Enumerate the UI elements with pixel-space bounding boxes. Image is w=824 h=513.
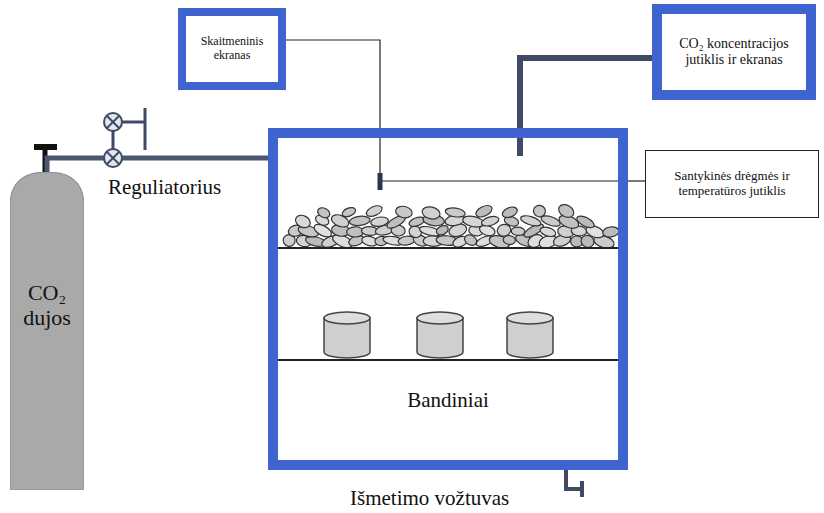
aggregate-stone	[365, 204, 384, 219]
connector-line	[628, 180, 645, 181]
shelf	[278, 247, 618, 249]
sensor-label-box: Santykinės drėgmės ir temperatūros jutik…	[645, 150, 819, 218]
aggregate-stone	[349, 215, 371, 226]
aggregate-stone	[602, 226, 620, 238]
samples-label: Bandiniai	[278, 388, 618, 412]
discharge-valve	[580, 481, 584, 497]
connector-line	[47, 158, 268, 172]
regulator-label: Reguliatorius	[108, 175, 221, 199]
aggregate-stone	[293, 213, 312, 230]
leader-line	[380, 180, 628, 181]
aggregate-stone	[408, 215, 426, 228]
regulator-stem	[112, 131, 115, 149]
aggregate-stone	[532, 204, 547, 218]
aggregate-stone	[316, 206, 332, 220]
discharge-pipe	[564, 487, 582, 491]
shelf	[278, 359, 618, 361]
box-label: Skaitmeninis ekranas	[190, 35, 274, 63]
aggregate-stone	[445, 207, 466, 219]
cylinder-label: CO₂ dujos	[12, 280, 82, 331]
aggregate-stone	[370, 216, 389, 228]
aggregate-stone	[341, 206, 357, 219]
cylinder-outline	[10, 172, 84, 490]
aggregate-stone	[575, 214, 596, 230]
aggregate-stone	[395, 205, 414, 219]
connector-line	[286, 40, 380, 128]
aggregate-stone	[421, 205, 441, 221]
sensor-probe	[378, 173, 383, 190]
cylinder-valve	[34, 144, 57, 150]
regulator-handle	[122, 121, 145, 124]
aggregate-stone	[501, 205, 519, 220]
aggregate-stone	[474, 203, 494, 219]
aggregate-stone	[511, 227, 525, 236]
gas-cylinder: CO₂ dujos	[10, 172, 84, 490]
aggregate-stone	[556, 202, 576, 220]
connector-line	[520, 58, 652, 128]
sample-cylinders	[324, 312, 553, 358]
aggregate-stone	[539, 226, 557, 239]
sensor-display-box: CO₂ koncentracijos jutiklis ir ekranas	[652, 4, 816, 100]
box-label: CO₂ koncentracijos jutiklis ir ekranas	[670, 36, 798, 68]
valve-circle	[104, 113, 122, 131]
valve-label: Išmetimo vožtuvas	[350, 486, 509, 510]
aggregate-pile	[282, 202, 620, 250]
box-label: Santykinės drėgmės ir temperatūros jutik…	[666, 169, 798, 199]
regulator-handle	[144, 108, 147, 150]
valve-circle	[104, 149, 122, 167]
cylinder-body	[10, 172, 84, 490]
display-box: Skaitmeninis ekranas	[178, 8, 286, 90]
carbonation-chamber: Bandiniai	[268, 128, 628, 470]
